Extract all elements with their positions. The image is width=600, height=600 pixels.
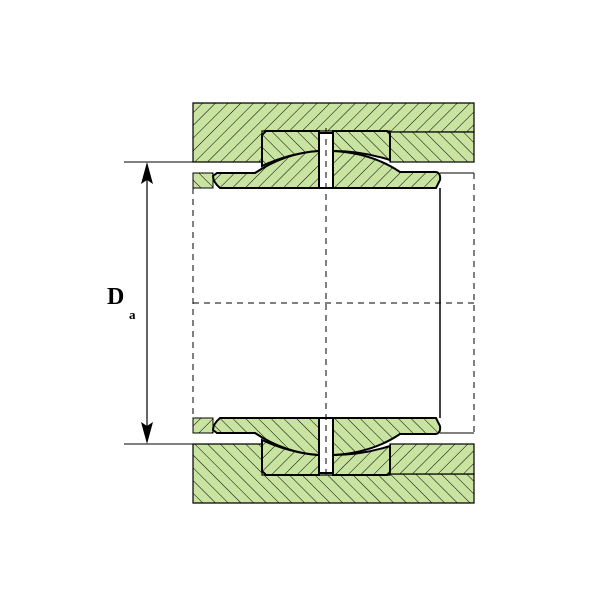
upper-half-section [123,102,475,189]
dimension-arrow [141,162,153,444]
dimension-subscript: a [129,307,136,322]
dimension-label: D [107,284,125,310]
center-lines [192,128,475,478]
lower-half-section [123,417,475,504]
